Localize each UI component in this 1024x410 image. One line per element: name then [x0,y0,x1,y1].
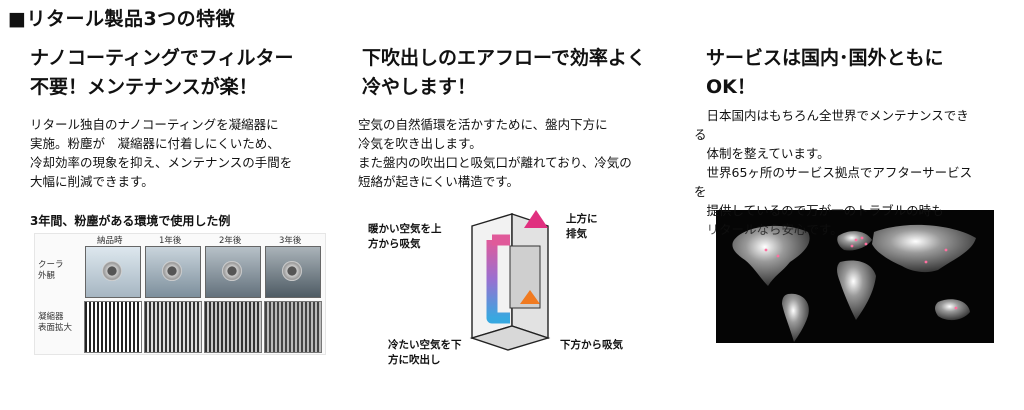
label-line: 方から吸気 [368,238,421,250]
label-line: 上方に [566,213,598,225]
feature-1-heading-line: ナノコーティングでフィルター [30,47,294,69]
airflow-illustration [469,210,551,356]
label-line: 方に吹出し [388,354,441,366]
body-line: 体制を整えています。 [694,146,830,161]
dust-comparison-photos: 納品時 1年後 2年後 3年後 クーラ 外観 凝縮器 表面拡大 [34,233,326,355]
feature-3-heading: サービスは国内･国外ともに OK！ [706,44,944,102]
feature-2-heading-line: 冷やします！ [362,76,477,98]
row-label-line: 外観 [38,271,56,281]
row-label-condenser: 凝縮器 表面拡大 [38,312,72,334]
body-line: 冷却効率の現象を抑え、メンテナンスの手間を [30,155,293,170]
world-map-image [716,210,994,343]
page-title: ■リタール製品3つの特徴 [8,8,236,30]
body-line: 空気の自然循環を活かすために、盤内下方に [358,117,608,132]
feature-1-heading-line: 不要！メンテナンスが楽！ [30,76,258,98]
label-exhaust-up: 上方に 排気 [566,212,598,242]
cooler-photo [145,246,201,298]
label-line: 排気 [566,228,587,240]
body-line: 短絡が起きにくい構造です。 [358,174,520,189]
body-line: リタール独自のナノコーティングを凝縮器に [30,117,279,132]
body-line: 冷気を吹き出します。 [358,136,482,151]
condenser-photo [264,301,322,353]
body-line: 提供しているので万が一のトラブルの時も [694,203,944,218]
label-warm-air-intake: 暖かい空気を上 方から吸気 [368,222,442,252]
feature-1-heading: ナノコーティングでフィルター 不要！メンテナンスが楽！ [30,44,294,102]
body-line: リタールなら安心です。 [694,222,843,237]
condenser-photo [144,301,202,353]
feature-3-heading-line: サービスは国内･国外ともに [706,47,944,69]
body-line: また盤内の吹出口と吸気口が離れており、冷気の [358,155,632,170]
body-line: 実施。粉塵が 凝縮器に付着しにくいため、 [30,136,280,151]
label-cold-air-out: 冷たい空気を下 方に吹出し [388,338,462,368]
row-label-line: 凝縮器 [38,312,64,322]
column-label: 納品時 [97,236,123,246]
airflow-diagram: 暖かい空気を上 方から吸気 上方に 排気 冷たい空気を下 方に吹出し 下方から吸… [360,206,650,376]
row-label-exterior: クーラ 外観 [38,260,64,282]
body-line: 大幅に削減できます。 [30,174,154,189]
body-line: 世界65ヶ所のサービス拠点でアフターサービス [694,165,973,180]
column-label: 1年後 [159,236,182,246]
feature-1-body: リタール独自のナノコーティングを凝縮器に 実施。粉塵が 凝縮器に付着しにくいため… [30,115,292,191]
label-line: 暖かい空気を上 [368,223,442,235]
condenser-photo [84,301,142,353]
condenser-photo [204,301,262,353]
column-label: 3年後 [279,236,302,246]
feature-2-heading-line: 下吹出しのエアフローで効率よく [362,47,646,69]
figure-caption: 3年間、粉塵がある環境で使用した例 [30,214,231,228]
cooler-photo [265,246,321,298]
feature-2-body: 空気の自然循環を活かすために、盤内下方に 冷気を吹き出します。 また盤内の吹出口… [358,115,632,191]
body-line: 日本国内はもちろん全世界でメンテナンスでき [694,108,969,123]
cooler-photo [85,246,141,298]
cooler-photo [205,246,261,298]
label-intake-below: 下方から吸気 [560,339,623,351]
row-label-line: 表面拡大 [38,323,73,333]
label-line: 冷たい空気を下 [388,339,462,351]
feature-2-heading: 下吹出しのエアフローで効率よく 冷やします！ [362,44,646,102]
column-label: 2年後 [219,236,242,246]
body-line: を [694,184,707,199]
feature-3-body: 日本国内はもちろん全世界でメンテナンスでき る 体制を整えています。 世界65ヶ… [694,106,972,239]
feature-3-heading-line: OK！ [706,76,756,98]
row-label-line: クーラ [38,260,64,270]
body-line: る [694,127,707,142]
world-map-illustration [716,210,994,343]
